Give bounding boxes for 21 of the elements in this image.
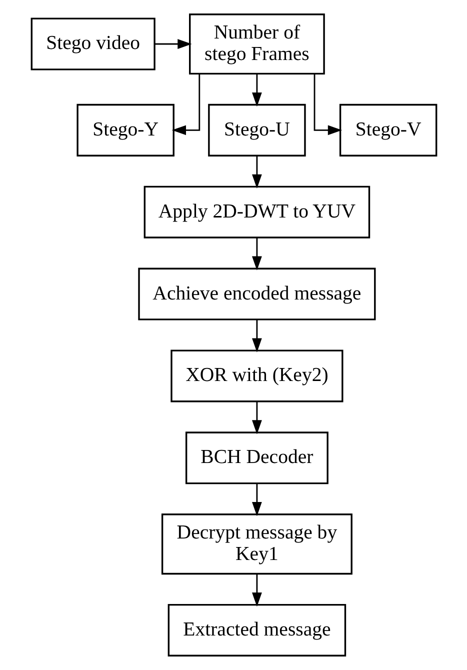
arrow	[252, 574, 262, 607]
arrow	[252, 238, 262, 270]
arrow	[252, 484, 262, 516]
node-box: Achieve encoded message	[138, 268, 376, 320]
node-box: Stego-U	[208, 104, 306, 156]
arrow	[171, 74, 200, 136]
arrow	[252, 74, 262, 107]
node-box: Apply 2D-DWT to YUV	[143, 186, 370, 238]
arrow	[252, 401, 262, 434]
node-box: Stego video	[30, 18, 155, 70]
arrow	[313, 74, 342, 136]
arrow	[252, 320, 262, 352]
arrow	[252, 156, 262, 189]
node-box: Stego-Y	[76, 104, 174, 156]
node-box: Extracted message	[167, 604, 346, 656]
arrow	[154, 39, 192, 49]
node-box: Number of stego Frames	[188, 14, 324, 75]
node-box: Decrypt message by Key1	[160, 514, 352, 575]
node-box: Stego-V	[338, 104, 437, 156]
node-box: BCH Decoder	[184, 432, 328, 484]
node-box: XOR with (Key2)	[170, 350, 343, 402]
